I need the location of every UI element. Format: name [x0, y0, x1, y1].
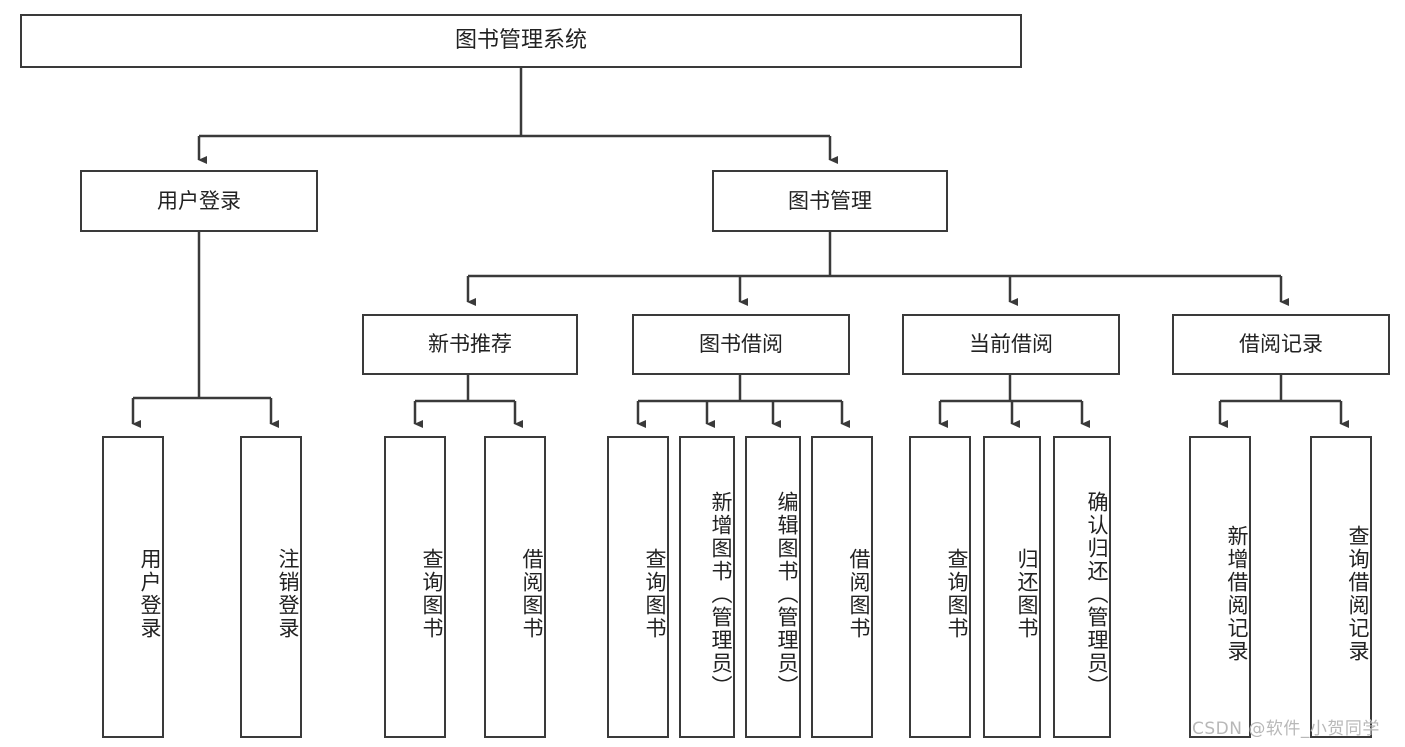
leaf-borrow-book-newbook[interactable]: 借阅图书: [484, 436, 546, 738]
node-label: 新增图书（管理员）: [709, 490, 733, 698]
leaf-return-book[interactable]: 归还图书: [983, 436, 1041, 738]
node-label: 新增借阅记录: [1225, 525, 1249, 663]
node-label: 当前借阅: [969, 332, 1053, 357]
leaf-add-book-admin[interactable]: 新增图书（管理员）: [679, 436, 735, 738]
leaf-add-borrow-record[interactable]: 新增借阅记录: [1189, 436, 1251, 738]
leaf-logout[interactable]: 注销登录: [240, 436, 302, 738]
leaf-borrow-book[interactable]: 借阅图书: [811, 436, 873, 738]
node-label: 查询图书: [643, 548, 667, 640]
node-label: 用户登录: [157, 188, 241, 213]
node-label: 归还图书: [1015, 548, 1039, 640]
leaf-query-book-current[interactable]: 查询图书: [909, 436, 971, 738]
node-book-borrow[interactable]: 图书借阅: [632, 314, 850, 375]
leaf-edit-book-admin[interactable]: 编辑图书（管理员）: [745, 436, 801, 738]
leaf-user-login[interactable]: 用户登录: [102, 436, 164, 738]
node-root[interactable]: 图书管理系统: [20, 14, 1022, 68]
node-label: 新书推荐: [428, 332, 512, 357]
leaf-query-borrow-record[interactable]: 查询借阅记录: [1310, 436, 1372, 738]
node-label: 借阅图书: [847, 548, 871, 640]
node-label: 用户登录: [138, 548, 162, 640]
node-label: 图书借阅: [699, 332, 783, 357]
node-label: 借阅记录: [1239, 332, 1323, 357]
watermark: CSDN @软件_小贺同学: [1192, 719, 1380, 739]
node-borrow-records[interactable]: 借阅记录: [1172, 314, 1390, 375]
node-label: 图书管理: [788, 188, 872, 213]
node-new-book-recommend[interactable]: 新书推荐: [362, 314, 578, 375]
node-current-borrow[interactable]: 当前借阅: [902, 314, 1120, 375]
node-label: 查询借阅记录: [1346, 525, 1370, 663]
leaf-query-book-borrow[interactable]: 查询图书: [607, 436, 669, 738]
node-label: 确认归还（管理员）: [1085, 490, 1109, 698]
node-label: 图书管理系统: [454, 28, 587, 54]
node-label: 注销登录: [276, 548, 300, 640]
node-label: 编辑图书（管理员）: [775, 490, 799, 698]
node-label: 查询图书: [420, 548, 444, 640]
node-book-management[interactable]: 图书管理: [712, 170, 948, 232]
leaf-confirm-return-admin[interactable]: 确认归还（管理员）: [1053, 436, 1111, 738]
node-label: 借阅图书: [520, 548, 544, 640]
node-label: 查询图书: [945, 548, 969, 640]
leaf-query-book-newbook[interactable]: 查询图书: [384, 436, 446, 738]
node-user-login[interactable]: 用户登录: [80, 170, 318, 232]
